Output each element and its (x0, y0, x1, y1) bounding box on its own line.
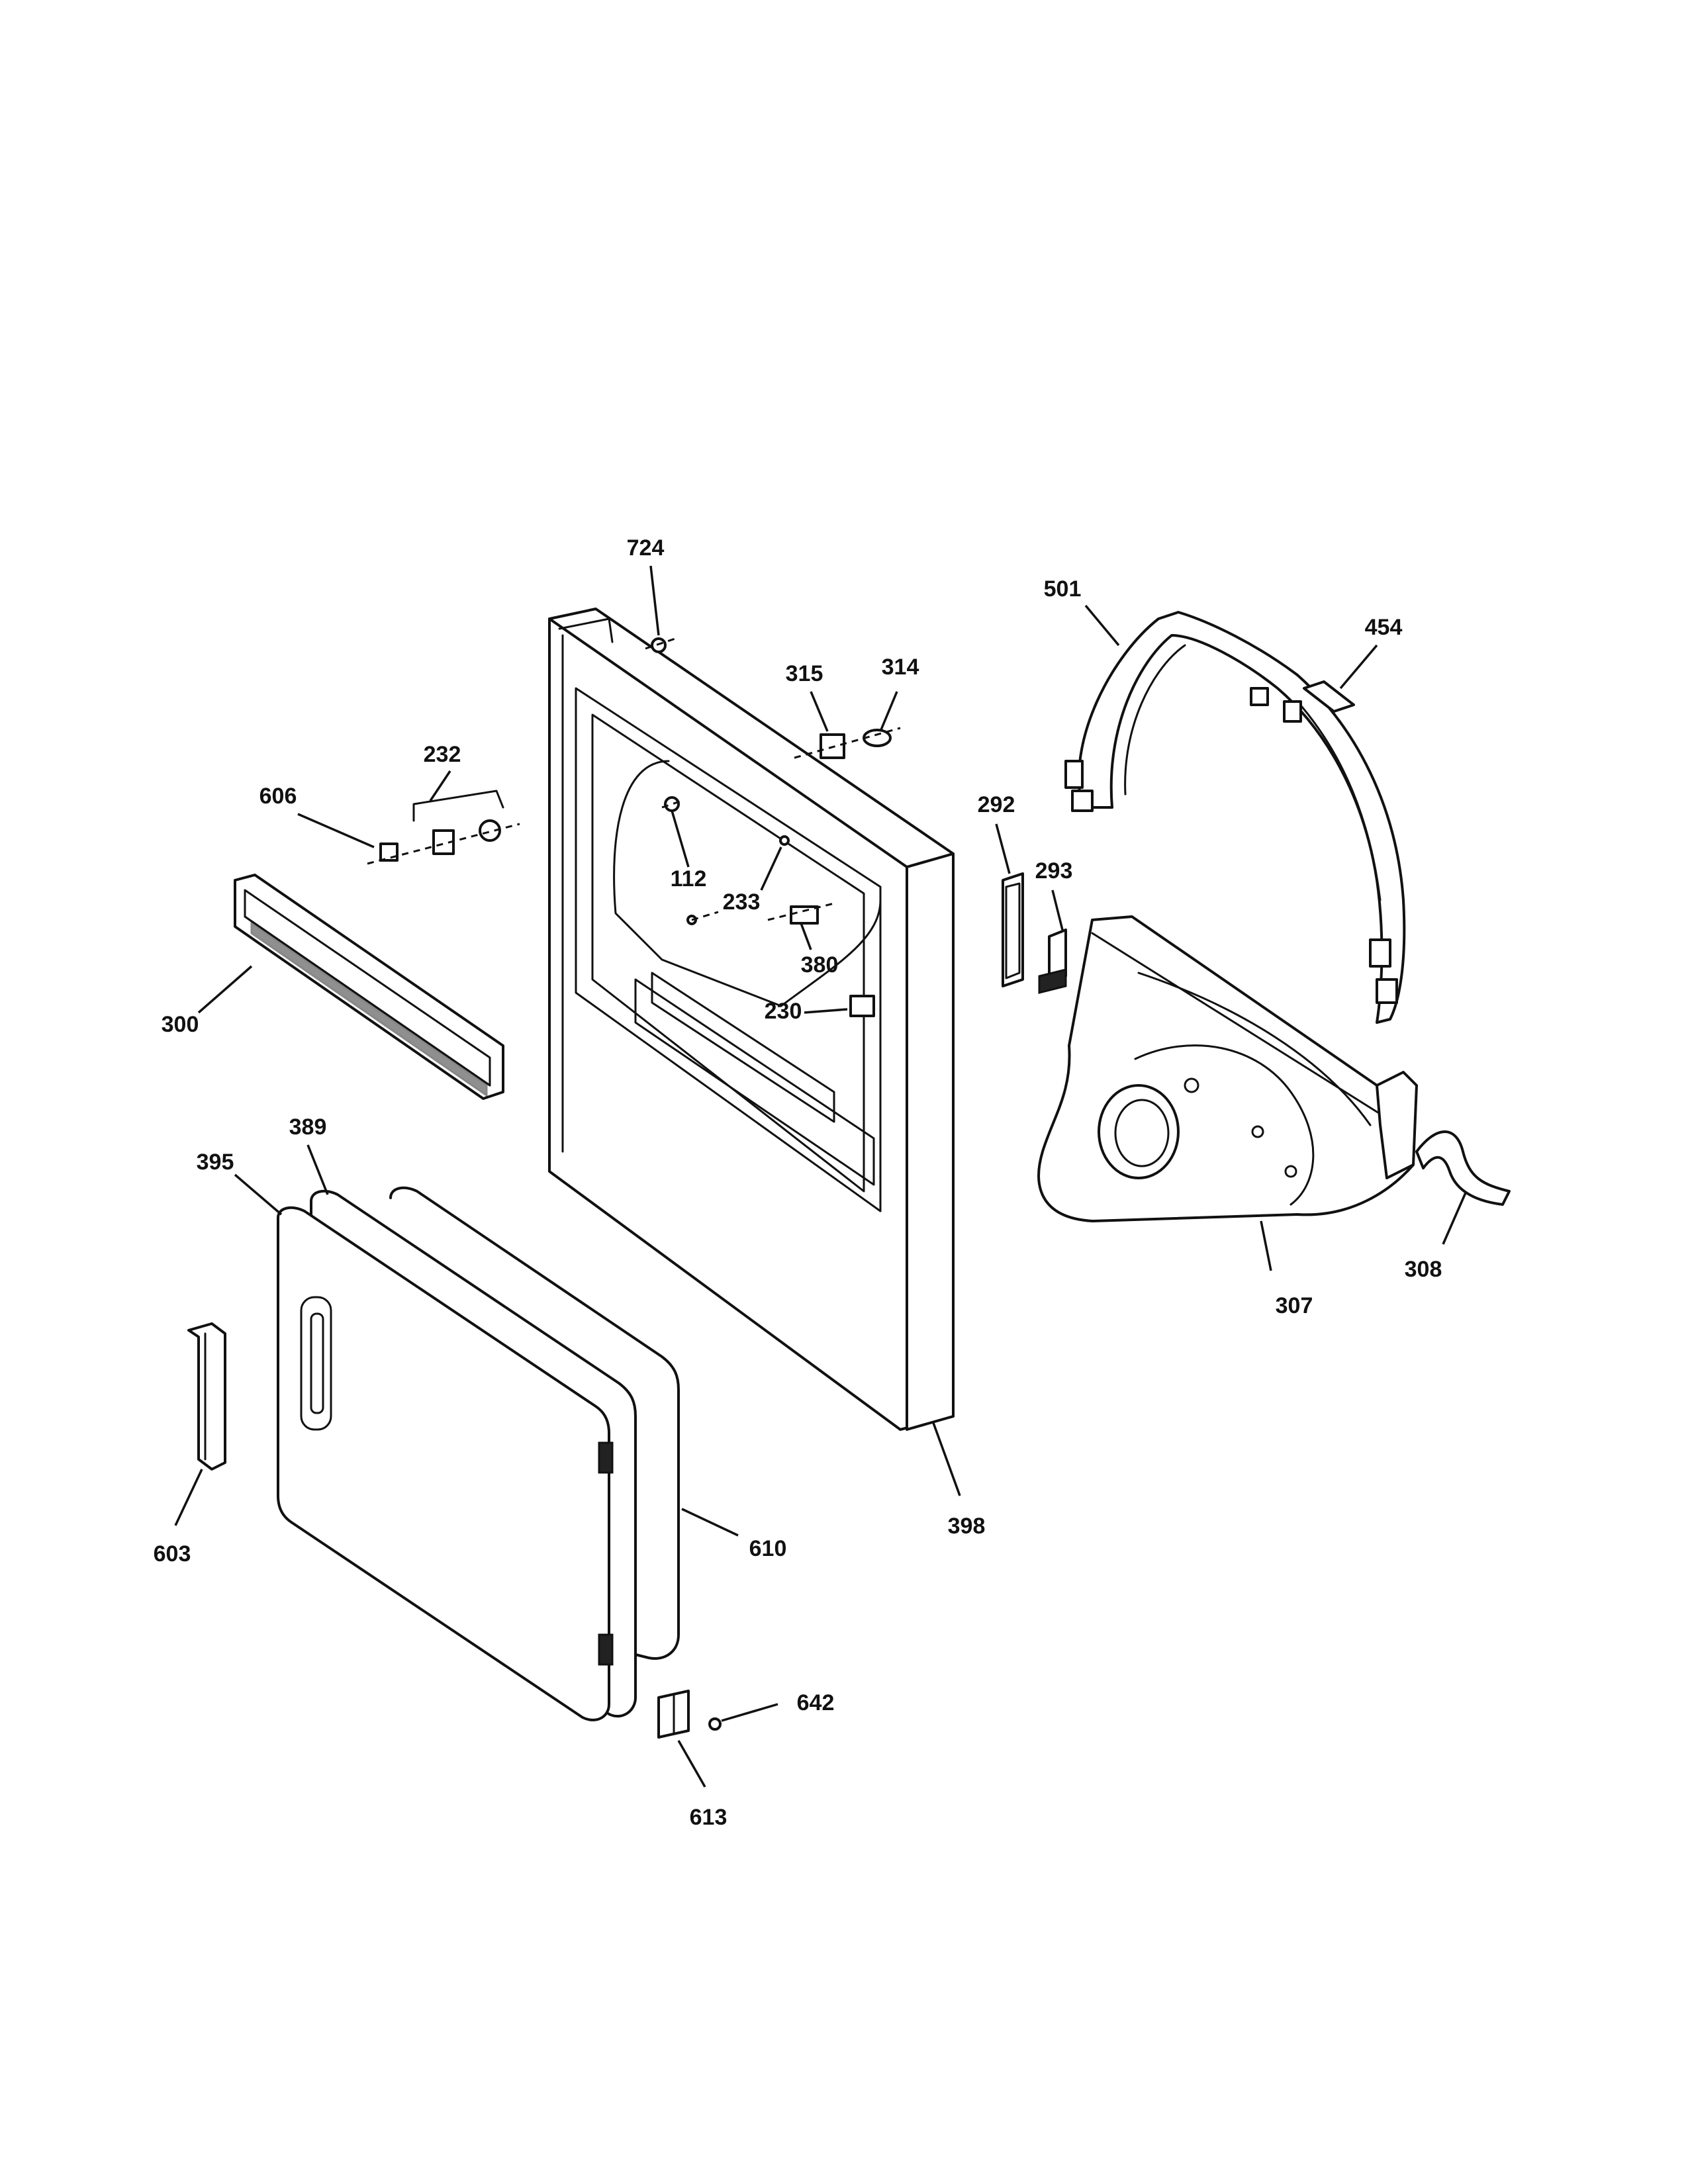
label-610: 610 (749, 1536, 787, 1561)
label-398: 398 (948, 1514, 986, 1539)
alignment-line (691, 911, 719, 921)
door-assembly (277, 1186, 680, 1721)
strike-230 (849, 995, 875, 1017)
alignment-line (367, 823, 520, 865)
lamp-assembly-232 (412, 790, 504, 855)
label-308: 308 (1405, 1257, 1442, 1282)
duct-seal-308 (1415, 1130, 1511, 1206)
label-315: 315 (786, 661, 823, 686)
vent-grille-300 (234, 874, 504, 1100)
drum-bearing-support-501 (1064, 611, 1406, 1024)
label-389: 389 (289, 1115, 327, 1140)
label-112: 112 (671, 866, 707, 891)
front-panel-398 (548, 608, 955, 1431)
felt-pad-454 (1303, 680, 1355, 713)
switch-380 (790, 905, 819, 925)
label-230: 230 (765, 999, 802, 1024)
label-395: 395 (197, 1150, 234, 1175)
front-bulkhead-307 (1037, 915, 1418, 1222)
bracket-293 (1038, 929, 1067, 994)
label-300: 300 (162, 1012, 199, 1037)
hinge-613 (657, 1690, 690, 1739)
alignment-line (661, 799, 682, 809)
label-501: 501 (1044, 576, 1082, 602)
label-642: 642 (797, 1690, 835, 1715)
label-380: 380 (801, 952, 839, 978)
label-233: 233 (723, 889, 761, 915)
label-603: 603 (154, 1541, 191, 1567)
alignment-line (645, 637, 676, 650)
alignment-line (794, 727, 901, 759)
screw-642 (708, 1717, 722, 1731)
label-307: 307 (1276, 1293, 1313, 1318)
label-232: 232 (424, 742, 461, 767)
door-handle-603 (187, 1322, 226, 1471)
label-454: 454 (1365, 615, 1403, 640)
label-613: 613 (690, 1805, 727, 1830)
label-606: 606 (259, 784, 297, 809)
screw-724 (651, 637, 667, 653)
label-292: 292 (978, 792, 1015, 817)
label-314: 314 (882, 655, 919, 680)
label-724: 724 (627, 535, 665, 561)
screw-112 (664, 796, 680, 812)
label-293: 293 (1035, 858, 1073, 884)
bracket-292 (1002, 872, 1024, 987)
leader-lines (174, 565, 1468, 1788)
clip-606 (379, 842, 399, 862)
